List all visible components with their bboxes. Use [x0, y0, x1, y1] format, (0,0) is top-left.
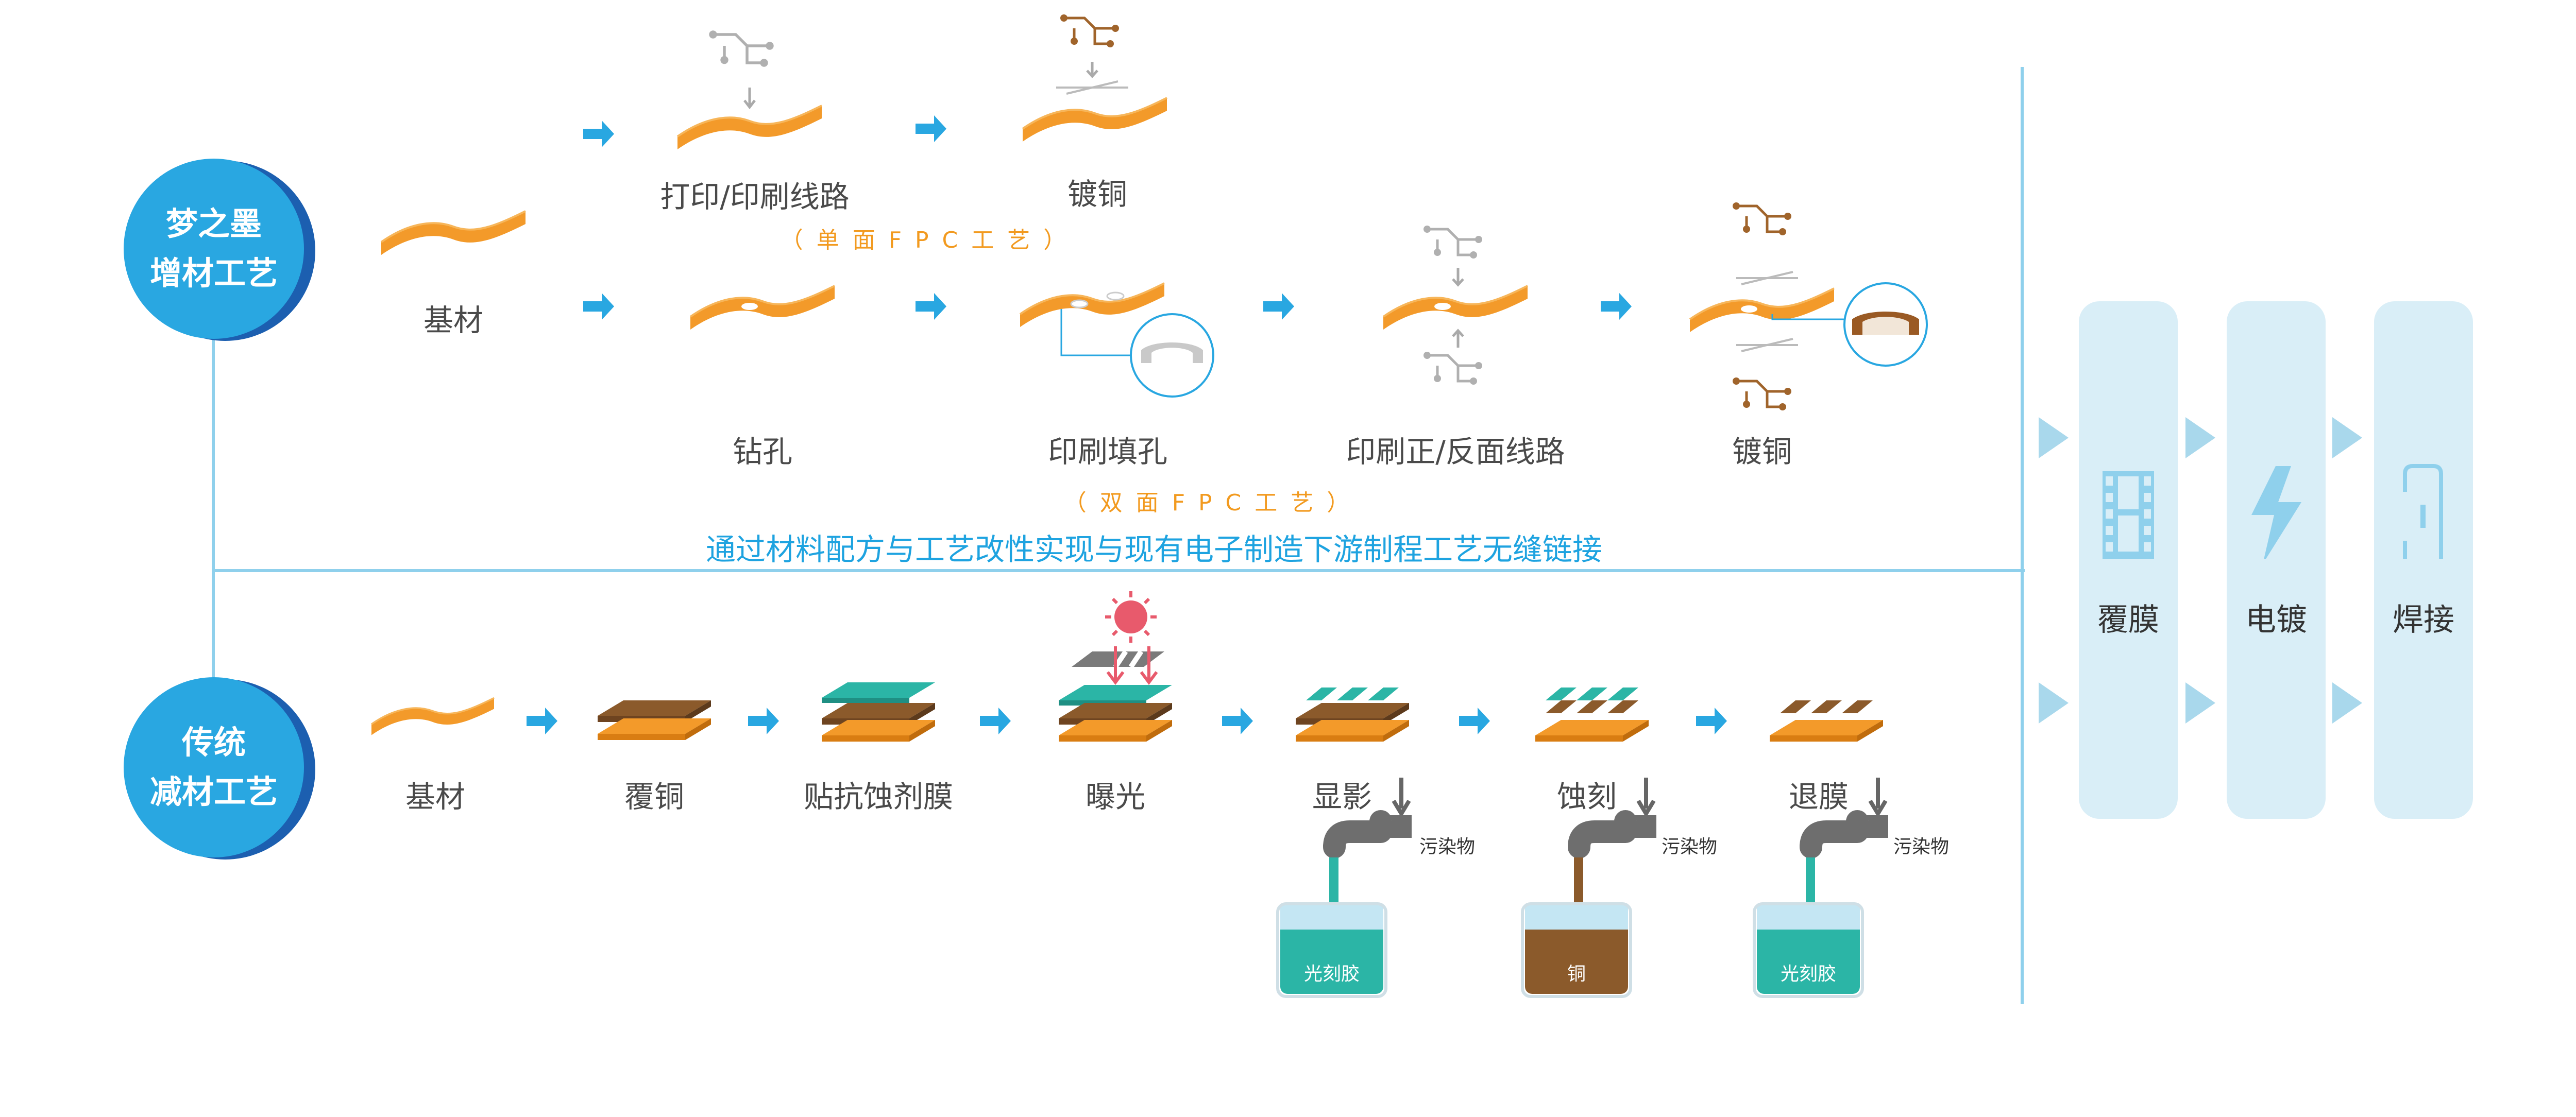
solder-icon	[2403, 464, 2443, 559]
downstream-panel-laminate: 覆膜	[2079, 301, 2178, 819]
additive-badge-line2: 增材工艺	[149, 254, 278, 292]
single-step-print-label: 打印/印刷线路	[660, 179, 850, 214]
sub-step-etch-label: 蚀刻	[1556, 779, 1617, 814]
additive-substrate-label: 基材	[423, 303, 484, 338]
beaker-label-photoresist-2: 光刻胶	[1780, 964, 1837, 985]
subtractive-badge-line1: 传统	[181, 724, 246, 761]
sub-step-substrate-label: 基材	[405, 779, 466, 814]
sub-step-strip-label: 退膜	[1788, 779, 1849, 814]
sub-step-resist-film-label: 贴抗蚀剂膜	[803, 779, 954, 814]
additive-badge-line1: 梦之墨	[165, 205, 262, 243]
downstream-label-electroplate: 电镀	[2245, 602, 2307, 638]
sub-step-copper-clad-label: 覆铜	[624, 779, 685, 814]
single-fpc-note: （单面FPC工艺）	[780, 227, 1080, 253]
sub-step-exposure-label: 曝光	[1085, 779, 1146, 814]
sub-step-develop-label: 显影	[1312, 779, 1372, 814]
double-step-print-label: 印刷正/反面线路	[1346, 434, 1565, 469]
double-fpc-note: （双面FPC工艺）	[1063, 490, 1363, 516]
downstream-panel-electroplate: 电镀	[2227, 301, 2326, 819]
downstream-label-laminate: 覆膜	[2097, 602, 2159, 638]
film-icon	[2103, 471, 2154, 559]
pollutant-label-2: 污染物	[1662, 836, 1718, 857]
beaker-label-copper: 铜	[1567, 964, 1586, 985]
lightning-icon	[2251, 466, 2301, 559]
additive-process-badge: 梦之墨 增材工艺	[124, 159, 304, 339]
downstream-panel-solder: 焊接	[2374, 301, 2473, 819]
single-step-copper-label: 镀铜	[1067, 177, 1128, 212]
subtractive-process-badge: 传统 减材工艺	[124, 677, 304, 857]
downstream-label-solder: 焊接	[2393, 602, 2454, 638]
double-step-copper-label: 镀铜	[1732, 434, 1792, 469]
pollutant-label-3: 污染物	[1893, 836, 1950, 857]
beaker-label-photoresist-1: 光刻胶	[1303, 964, 1360, 985]
pollutant-label-1: 污染物	[1419, 836, 1476, 857]
subtractive-badge-line2: 减材工艺	[149, 773, 278, 811]
double-step-drill-label: 钻孔	[732, 434, 793, 469]
double-step-fill-label: 印刷填孔	[1047, 434, 1168, 469]
seamless-connect-text: 通过材料配方与工艺改性实现与现有电子制造下游制程工艺无缝链接	[705, 532, 1603, 567]
